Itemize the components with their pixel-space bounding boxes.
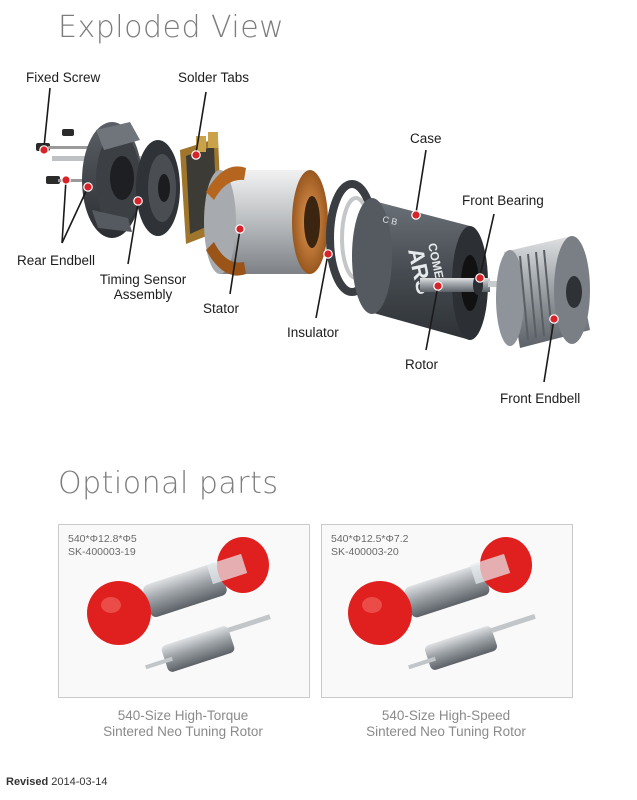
high-speed-spec-part-number: SK-400003-20: [331, 546, 399, 558]
revised-label: Revised: [6, 776, 49, 788]
callout-markers: [39, 145, 559, 324]
marker-solder-tabs: [191, 150, 201, 160]
stator-part: [204, 166, 328, 276]
case-part: C B ARS COMET: [352, 198, 488, 340]
callout-case: Case: [410, 131, 442, 146]
rear-endbell-part: [82, 122, 142, 238]
front-endbell-part: [496, 236, 590, 348]
high-speed-spec: 540*Φ12.5*Φ7.2 SK-400003-20: [331, 533, 408, 559]
timing-sensor-assembly-part: [136, 140, 180, 236]
optional-part-card-high-speed: 540*Φ12.5*Φ7.2 SK-400003-20: [321, 524, 573, 698]
callout-rotor: Rotor: [405, 357, 439, 372]
callout-insulator: Insulator: [287, 325, 339, 340]
timing-sensor-line1: Timing Sensor: [99, 272, 187, 287]
high-speed-caption-line2: Sintered Neo Tuning Rotor: [366, 724, 526, 739]
marker-case: [411, 210, 421, 220]
optional-part-card-high-torque: 540*Φ12.8*Φ5 SK-400003-19: [58, 524, 310, 698]
marker-rear-endbell-b: [83, 182, 93, 192]
high-torque-caption-line2: Sintered Neo Tuning Rotor: [103, 724, 263, 739]
callout-timing-sensor-assembly: Timing Sensor Assembly: [90, 272, 196, 302]
marker-timing-sensor: [133, 196, 143, 206]
marker-rear-endbell-a: [61, 175, 71, 185]
callout-rear-endbell: Rear Endbell: [17, 253, 96, 268]
high-speed-spec-size: 540*Φ12.5*Φ7.2: [331, 533, 409, 545]
high-speed-caption: 540-Size High-Speed Sintered Neo Tuning …: [321, 708, 571, 740]
callout-front-endbell: Front Endbell: [500, 391, 581, 406]
high-torque-caption: 540-Size High-Torque Sintered Neo Tuning…: [58, 708, 308, 740]
callout-solder-tabs: Solder Tabs: [178, 70, 250, 85]
high-torque-caption-line1: 540-Size High-Torque: [117, 708, 249, 723]
high-torque-spec-size: 540*Φ12.8*Φ5: [68, 533, 137, 545]
revised-date: 2014-03-14: [51, 776, 108, 788]
timing-sensor-line2: Assembly: [113, 287, 173, 302]
marker-insulator: [323, 249, 333, 259]
high-speed-rotor-image: [348, 537, 536, 670]
callout-stator: Stator: [203, 301, 240, 316]
marker-front-bearing: [475, 273, 485, 283]
high-torque-spec: 540*Φ12.8*Φ5 SK-400003-19: [68, 533, 137, 559]
marker-fixed-screw: [39, 145, 49, 155]
high-torque-rotor-image: [87, 537, 271, 672]
exploded-view-title: Exploded View: [58, 10, 285, 45]
callout-front-bearing: Front Bearing: [462, 193, 544, 208]
optional-parts-title: Optional parts: [58, 466, 279, 501]
marker-stator: [235, 224, 245, 234]
motor-exploded-illustration: C B ARS COMET: [36, 87, 590, 383]
high-torque-spec-part-number: SK-400003-19: [68, 546, 136, 558]
callout-fixed-screw: Fixed Screw: [26, 70, 101, 85]
marker-front-endbell: [549, 314, 559, 324]
high-speed-caption-line1: 540-Size High-Speed: [381, 708, 511, 723]
case-letters-text: C B: [382, 214, 399, 227]
revision-footer: Revised 2014-03-14: [6, 776, 108, 788]
leader-lines: [43, 87, 555, 383]
marker-rotor: [433, 281, 443, 291]
